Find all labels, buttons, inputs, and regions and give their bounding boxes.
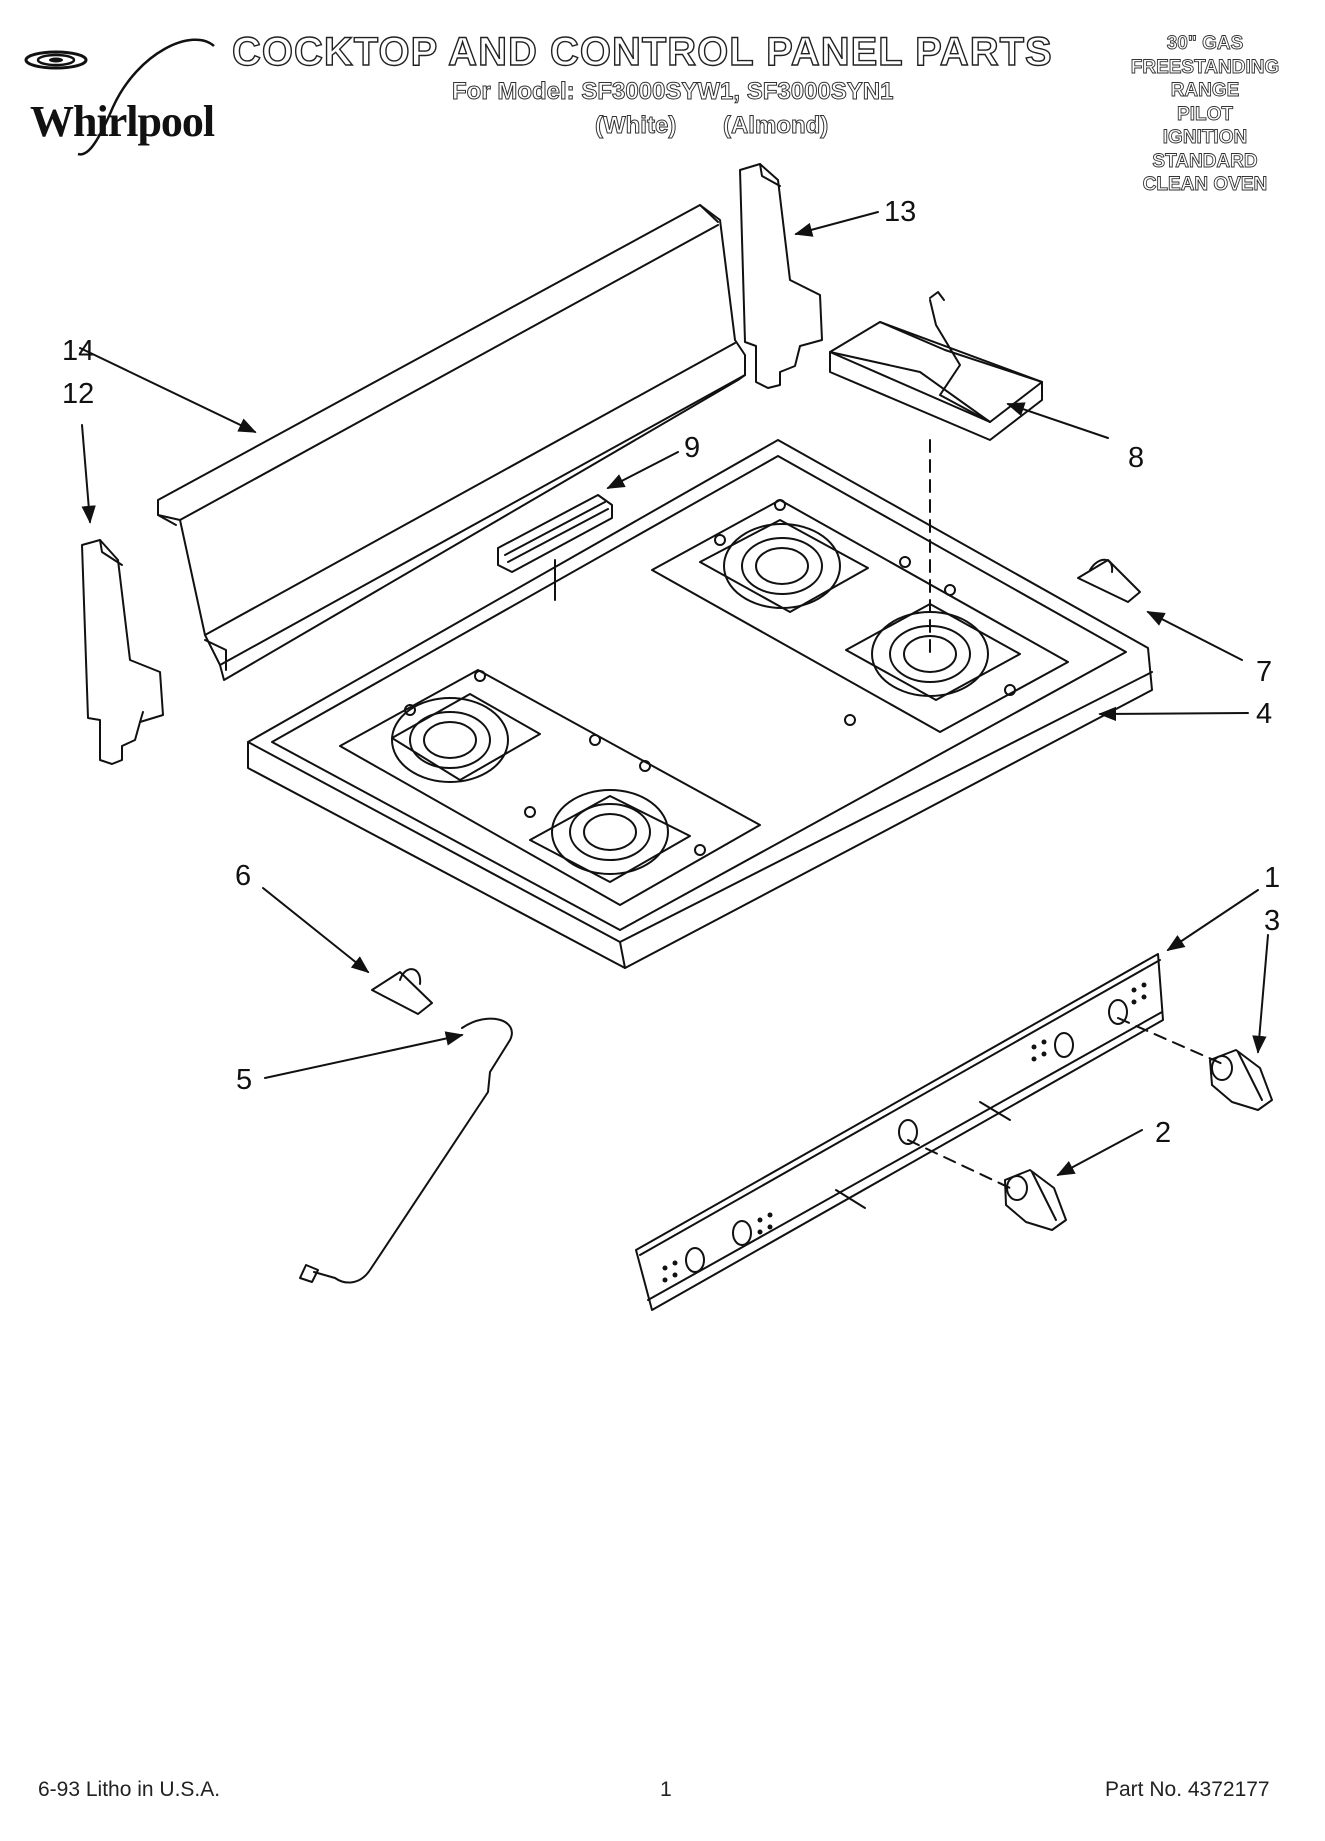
spec-line: RANGE xyxy=(1170,80,1240,102)
logo-wordmark: Whirlpool xyxy=(30,97,215,146)
spec-line: 30" GAS xyxy=(1166,33,1244,55)
spec-block: 30" GAS FREESTANDING RANGE PILOT IGNITIO… xyxy=(1105,32,1305,197)
callout-13: 13 xyxy=(884,196,917,228)
burner-grate xyxy=(829,291,1043,441)
cooktop-part xyxy=(247,439,1153,969)
control-knob-2 xyxy=(1004,1169,1067,1231)
variant-almond: (Almond) xyxy=(722,112,829,140)
right-end-cap xyxy=(739,163,823,389)
model-line: For Model: SF3000SYW1, SF3000SYN1 xyxy=(451,78,894,106)
color-variants: (White) (Almond) xyxy=(594,112,829,140)
left-spark-bracket xyxy=(371,968,433,1015)
ignition-wire xyxy=(299,1017,513,1284)
callout-5: 5 xyxy=(236,1064,253,1096)
whirlpool-logo: Whirlpool xyxy=(18,32,258,157)
spec-line: STANDARD xyxy=(1152,150,1258,172)
callout-2: 2 xyxy=(1155,1117,1172,1149)
spec-line: CLEAN OVEN xyxy=(1142,174,1268,196)
callout-14: 14 xyxy=(62,335,95,367)
callout-8: 8 xyxy=(1128,442,1145,474)
callout-7: 7 xyxy=(1256,656,1273,688)
callout-3: 3 xyxy=(1264,905,1281,937)
footer-part-number: Part No. 4372177 xyxy=(1105,1778,1270,1801)
right-spark-bracket xyxy=(1077,558,1141,603)
footer-print-info: 6-93 Litho in U.S.A. xyxy=(38,1778,221,1801)
vent-clip xyxy=(497,494,613,601)
callout-1: 1 xyxy=(1264,862,1281,894)
left-end-cap xyxy=(81,539,164,765)
variant-white: (White) xyxy=(594,112,677,140)
footer-page-number: 1 xyxy=(660,1778,672,1801)
callout-9: 9 xyxy=(684,432,701,464)
callout-6: 6 xyxy=(235,860,252,892)
control-panel xyxy=(635,953,1164,1311)
page-title: COCKTOP AND CONTROL PANEL PARTS xyxy=(231,29,1053,74)
backguard-part xyxy=(157,204,746,681)
spec-line: PILOT xyxy=(1177,103,1234,125)
swirl-icon xyxy=(24,38,215,156)
control-knob-3 xyxy=(1209,1049,1273,1111)
callout-12: 12 xyxy=(62,378,95,410)
spec-line: IGNITION xyxy=(1162,127,1248,149)
spec-line: FREESTANDING xyxy=(1130,56,1280,78)
callout-4: 4 xyxy=(1256,698,1273,730)
